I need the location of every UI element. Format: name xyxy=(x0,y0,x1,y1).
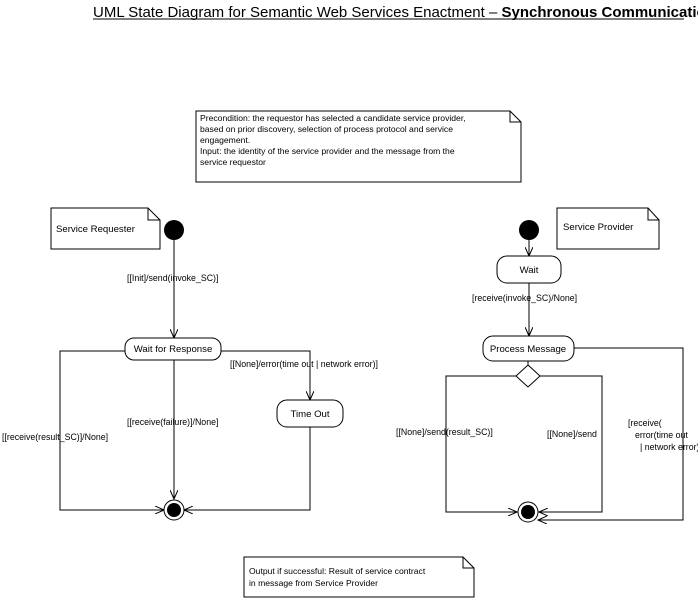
state-process-message-label: Process Message xyxy=(490,344,566,355)
transition-send-result xyxy=(445,375,517,512)
transition-init-label: [[Init]/send(invoke_SC)] xyxy=(127,273,218,283)
requester-initial-state xyxy=(164,220,184,240)
state-time-out-label: Time Out xyxy=(290,409,329,420)
service-provider-note: Service Provider xyxy=(556,207,660,250)
transition-error xyxy=(221,350,310,400)
precondition-text: Precondition: the requestor has selected… xyxy=(200,113,468,167)
provider-final-state xyxy=(517,501,539,523)
precondition-note: Precondition: the requestor has selected… xyxy=(195,110,522,183)
state-wait-label: Wait xyxy=(520,265,539,276)
transition-send-label: [[None]/send xyxy=(547,429,597,439)
output-text: Output if successful: Result of service … xyxy=(249,566,428,588)
transition-send xyxy=(539,375,603,512)
requester-final-state xyxy=(163,499,185,521)
transition-timeout-final xyxy=(184,427,311,510)
provider-initial-state xyxy=(519,220,539,240)
service-requester-label: Service Requester xyxy=(56,224,136,235)
transition-send-result-label: [[None]/send(result_SC)] xyxy=(396,427,493,437)
transition-result-label: [[receive(result_SC)]/None] xyxy=(2,432,108,442)
service-requester-note: Service Requester xyxy=(50,207,161,250)
output-note: Output if successful: Result of service … xyxy=(243,556,475,598)
state-wait-for-response-label: Wait for Response xyxy=(134,344,213,355)
state-wait-for-response xyxy=(124,337,222,361)
service-provider-label: Service Provider xyxy=(563,222,634,233)
transition-error-label: [[None]/error(time out | network error)] xyxy=(230,359,378,369)
decision-node xyxy=(515,364,541,388)
transition-receive-error-label: [receive( error(time out | network error… xyxy=(628,418,698,452)
transition-failure-label: [[receive(failure)]/None] xyxy=(127,417,218,427)
diagram-title: UML State Diagram for Semantic Web Servi… xyxy=(93,4,698,21)
transition-receive-invoke-label: [receive(invoke_SC)/None] xyxy=(472,293,577,303)
transition-result xyxy=(59,350,164,510)
transition-receive-error xyxy=(538,347,684,520)
